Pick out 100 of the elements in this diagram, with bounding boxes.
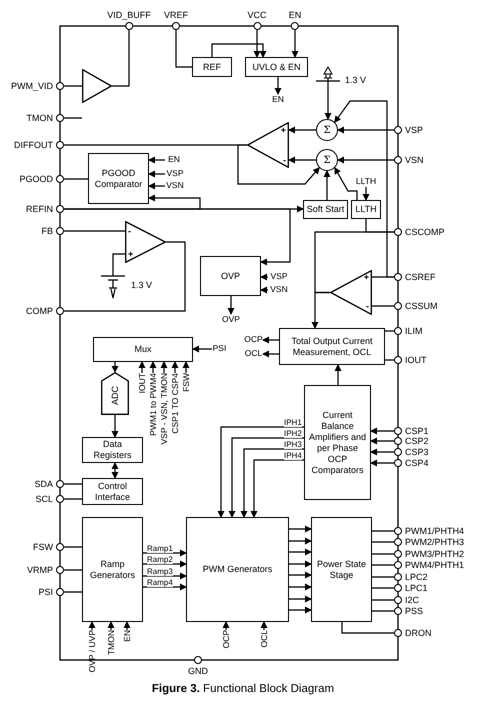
summing-junction: Σ	[316, 149, 338, 171]
arrow	[289, 606, 312, 614]
function-block: Total Output Current Measurement, OCL	[279, 328, 385, 365]
function-block: Data Registers	[82, 437, 143, 463]
arrow	[292, 30, 298, 58]
connector-line	[372, 305, 394, 307]
connector-line	[372, 576, 394, 578]
pin-label: TMON	[26, 113, 53, 123]
pin-label: SDA	[34, 479, 53, 489]
arrow	[337, 156, 394, 164]
pin-label: IOUT	[405, 355, 426, 365]
connector-line	[372, 599, 394, 601]
connector-line	[341, 622, 394, 634]
arrow	[260, 621, 268, 630]
edge-label: Ramp3	[147, 567, 173, 576]
pin-label: VSN	[405, 155, 424, 165]
arrow	[160, 361, 168, 373]
arrow	[337, 126, 394, 134]
function-block: Ramp Generators	[82, 517, 143, 622]
signal-label: TMON	[106, 630, 116, 656]
arrow	[260, 274, 268, 280]
connector-line	[64, 178, 88, 180]
arrow	[289, 548, 312, 556]
signal-label: OVP / UVP	[86, 630, 98, 672]
arrow	[172, 361, 178, 373]
pin-label: DIFFOUT	[14, 140, 53, 150]
function-block: Soft Start	[303, 200, 348, 219]
connector-line	[64, 117, 82, 119]
signal-label: VSN	[165, 180, 185, 191]
edge-label: IPH1	[284, 418, 302, 427]
function-block: PGOOD Comparator	[88, 153, 149, 204]
pin-label: PWM3/PHTH2	[405, 549, 464, 559]
arrow	[138, 361, 146, 373]
arrow	[211, 43, 266, 58]
edge-label: Ramp1	[147, 544, 173, 553]
connector-line	[64, 498, 82, 500]
arrow	[148, 182, 165, 190]
arrow	[240, 448, 304, 518]
pin-label: CSREF	[405, 272, 436, 282]
pin-label: EN	[288, 10, 302, 20]
pin-label: ILIM	[405, 326, 423, 336]
arrow	[324, 92, 332, 120]
connector-line	[372, 553, 394, 555]
connector-line	[64, 569, 82, 571]
edge-label: IPH3	[284, 440, 302, 449]
pin-label: VSP	[405, 125, 424, 135]
voltage-label: 1.3 V	[345, 75, 366, 85]
arrow	[289, 596, 312, 602]
pin-label: LPC2	[405, 572, 428, 582]
connector-line	[372, 564, 394, 566]
signal-label: EN	[165, 154, 183, 165]
pin-label: PGOOD	[19, 174, 53, 184]
signal-label: OCP	[220, 630, 232, 648]
signal-label: EN	[270, 94, 286, 105]
arrow	[88, 621, 96, 630]
connector-line	[372, 530, 394, 532]
function-block: LLTH	[351, 200, 381, 219]
polarity-sign: -	[366, 301, 369, 311]
pin-label: I2C	[405, 595, 420, 605]
connector-line	[112, 253, 125, 268]
connector-line	[64, 241, 186, 312]
polarity-sign: -	[128, 226, 131, 236]
connector-line	[64, 483, 82, 485]
arrow	[143, 560, 187, 568]
arrow	[370, 460, 394, 466]
arrow	[324, 170, 330, 200]
figure-caption: Figure 3. Functional Block Diagram	[150, 683, 336, 695]
function-block: Current Balance Amplifiers and per Phase OCP Comparators	[304, 385, 371, 500]
arrow	[222, 621, 230, 630]
arrow	[370, 438, 394, 444]
arrow	[124, 621, 130, 630]
signal-label: FSW	[180, 373, 192, 392]
arrow	[64, 208, 291, 266]
connector-line	[385, 359, 394, 361]
polarity-sign: +	[128, 249, 134, 259]
pin-label: VCC	[248, 10, 266, 20]
summing-junction: Σ	[316, 119, 338, 141]
pin-label: CSP1	[405, 426, 429, 436]
function-block: Control Interface	[82, 478, 143, 505]
arrow	[150, 361, 156, 373]
arrow	[254, 30, 260, 58]
function-block: Power State Stage	[311, 517, 372, 622]
edge-label: Ramp2	[147, 555, 173, 564]
pin-label: REFIN	[26, 204, 53, 214]
pin-label: COMP	[26, 306, 53, 316]
pin-label: PWM1/PHTH4	[405, 526, 464, 536]
pin-label: DRON	[405, 628, 432, 638]
pin-label: PWM2/PHTH3	[405, 537, 464, 547]
arrow	[334, 364, 342, 385]
edge-label: IPH2	[284, 429, 302, 438]
arrow	[250, 459, 304, 518]
connector-line	[64, 546, 82, 548]
amplifier-symbol	[125, 221, 166, 263]
connector-line	[64, 230, 125, 232]
pin-label: PSI	[38, 587, 53, 597]
arrow	[148, 170, 165, 178]
arrow	[289, 560, 312, 568]
pin-label: FSW	[33, 542, 53, 552]
pin-label: GND	[188, 666, 208, 676]
pin-label: PWM4/PHTH1	[405, 560, 464, 570]
